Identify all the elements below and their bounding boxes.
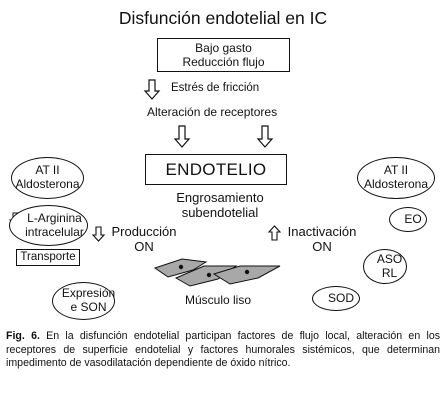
cell-nucleus [178, 264, 184, 270]
produccion-label: Producción ON [106, 224, 182, 255]
inactivacion-line2: ON [312, 238, 332, 254]
transporte-box: Transporte [16, 249, 80, 266]
musculo-label: Músculo liso [185, 293, 252, 307]
down-arrow-icon [173, 125, 191, 148]
aso-line2: RL [381, 265, 398, 280]
diagram-title: Disfunción endotelial en IC [118, 8, 328, 28]
eo-oval: EO [389, 207, 427, 232]
sod-label: SOD [327, 290, 354, 305]
eo-label: EO [404, 211, 422, 226]
sod-oval: SOD [312, 286, 360, 311]
expresion-line2: e SON [70, 300, 107, 314]
cell-nucleus [206, 272, 212, 278]
cell-nucleus [244, 269, 250, 275]
endotelio-box: ENDOTELIO [145, 154, 287, 185]
produccion-line1: Producción [111, 224, 177, 239]
muscle-cell-shape [212, 265, 281, 285]
flow-box-line2: Reducción flujo [182, 55, 265, 70]
caption-text: En la disfunción endotelial participan f… [6, 330, 441, 370]
right-at2-oval: AT II Aldosterona [357, 157, 435, 199]
endotelio-label: ENDOTELIO [165, 160, 267, 179]
down-arrow-icon [91, 226, 106, 242]
left-at2-line2: Aldosterona [15, 177, 80, 191]
right-at2-line1: AT II [383, 163, 409, 178]
figure-caption: Fig. 6. En la disfunción endotelial part… [6, 330, 440, 371]
arginina-oval: L-Arginina intracelular [9, 205, 88, 246]
up-arrow-icon [267, 225, 282, 241]
inactivacion-line1: Inactivación [287, 224, 357, 239]
receptors-label: Alteración de receptores [147, 105, 278, 119]
aso-line1: ASO [376, 251, 403, 266]
caption-label: Fig. 6. [6, 330, 40, 342]
engrosamiento-line1: Engrosamiento [176, 190, 264, 205]
stress-label: Estrés de fricción [171, 82, 260, 94]
engrosamiento-label: Engrosamiento subendotelial [160, 190, 280, 221]
smooth-muscle-illustration [153, 258, 281, 287]
arginina-line2: intracelular [25, 224, 84, 239]
arginina-line1: L-Arginina [27, 210, 82, 225]
flow-box-line1: Bajo gasto [195, 41, 252, 55]
flow-box: Bajo gasto Reducción flujo [157, 38, 290, 72]
left-at2-oval: AT II Aldosterona [11, 157, 84, 199]
aso-oval: ASO RL [363, 249, 407, 284]
expresion-line1: Expresión [61, 286, 116, 301]
down-arrow-icon [256, 125, 274, 148]
produccion-line2: ON [134, 238, 154, 254]
expresion-oval: Expresión e SON [52, 282, 115, 320]
transporte-label: Transporte [20, 251, 76, 263]
left-at2-line1: AT II [35, 163, 60, 178]
inactivacion-label: Inactivación ON [281, 224, 363, 255]
engrosamiento-line2: subendotelial [181, 204, 259, 220]
right-at2-line2: Aldosterona [363, 177, 429, 191]
down-arrow-icon [143, 79, 161, 100]
